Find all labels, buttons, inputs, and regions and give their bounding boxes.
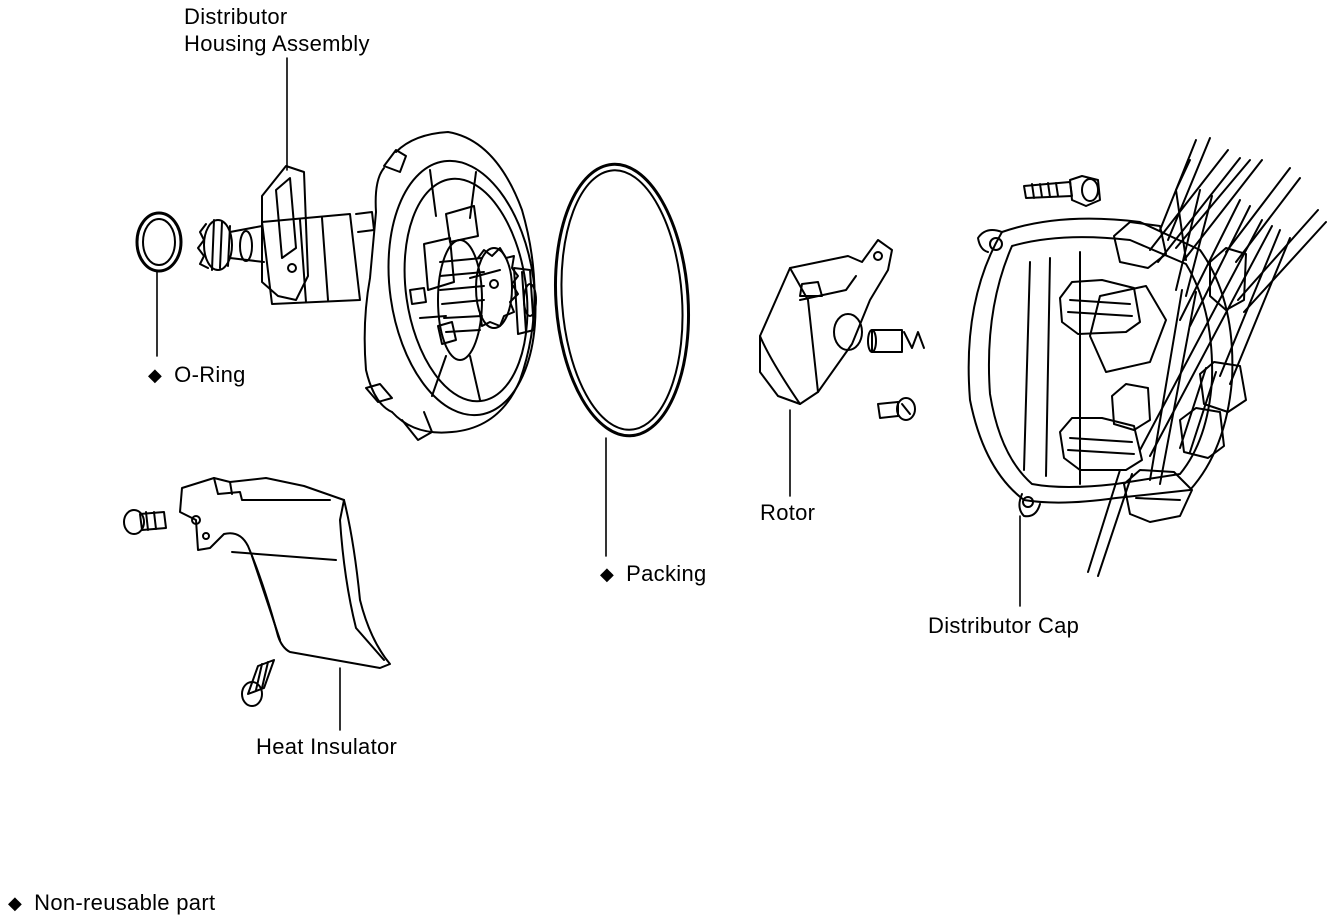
label-o-ring: ◆ O-Ring — [148, 362, 246, 388]
label-o-ring-text: O-Ring — [174, 362, 246, 387]
label-distributor-housing-line2: Housing Assembly — [184, 31, 370, 56]
o-ring — [135, 211, 183, 273]
label-rotor: Rotor — [760, 500, 816, 525]
legend-text: Non-reusable part — [34, 890, 216, 915]
rotor — [759, 239, 925, 421]
non-reusable-diamond-icon: ◆ — [148, 365, 163, 385]
heat-insulator — [123, 477, 391, 707]
label-packing: ◆ Packing — [600, 561, 707, 587]
packing — [553, 162, 691, 438]
non-reusable-diamond-icon: ◆ — [8, 893, 23, 913]
non-reusable-diamond-icon: ◆ — [600, 564, 615, 584]
distributor-housing-assembly — [197, 131, 537, 441]
label-packing-text: Packing — [626, 561, 707, 586]
legend: ◆ Non-reusable part — [8, 890, 215, 916]
label-distributor-cap: Distributor Cap — [928, 613, 1080, 638]
label-distributor-housing-line1: Distributor — [184, 4, 288, 29]
leader-lines — [156, 57, 1021, 731]
distributor-cap — [967, 137, 1327, 577]
label-heat-insulator: Heat Insulator — [256, 734, 398, 759]
